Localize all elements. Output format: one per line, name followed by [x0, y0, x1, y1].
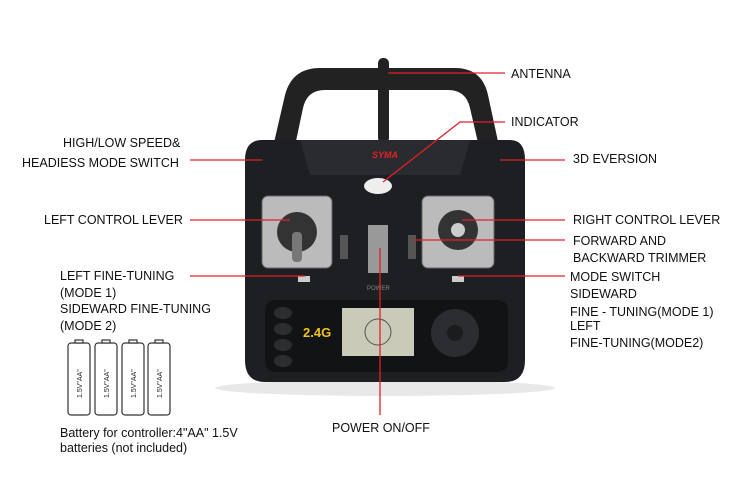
label-left-fine-4: (MODE 2): [60, 319, 117, 333]
label-right-lever: RIGHT CONTROL LEVER: [573, 213, 721, 227]
label-left-fine-3: SIDEWARD FINE-TUNING: [60, 302, 211, 316]
indicator-light: [364, 178, 392, 194]
label-speed-switch-1: HIGH/LOW SPEED&: [63, 136, 181, 150]
label-antenna: ANTENNA: [511, 67, 571, 81]
label-left-lever: LEFT CONTROL LEVER: [44, 213, 183, 227]
label-power: POWER ON/OFF: [332, 421, 430, 435]
batteries: [67, 339, 171, 416]
label-mode-1: MODE SWITCH: [570, 270, 661, 284]
label-3d-eversion: 3D EVERSION: [573, 152, 658, 166]
svg-text:1.5V"AA": 1.5V"AA": [157, 369, 164, 398]
label-speed-switch-2: HEADIESS MODE SWITCH: [22, 156, 179, 170]
leader-lines: [190, 72, 565, 415]
svg-text:1.5V"AA": 1.5V"AA": [131, 369, 138, 398]
label-mode-2: SIDEWARD: [570, 287, 637, 301]
label-trimmer-2: BACKWARD TRIMMER: [573, 251, 707, 265]
brand-logo: SYMA: [372, 150, 398, 160]
label-mode-3: FINE - TUNING(MODE 1): [570, 305, 714, 319]
band-logo: 2.4G: [303, 325, 331, 340]
svg-text:POWER: POWER: [367, 286, 390, 292]
label-left-fine-2: (MODE 1): [60, 286, 117, 300]
label-indicator: INDICATOR: [511, 115, 579, 129]
svg-text:1.5V"AA": 1.5V"AA": [104, 369, 111, 398]
label-battery-1: Battery for controller:4"AA" 1.5V: [60, 426, 238, 440]
label-mode-4: LEFT: [570, 319, 601, 333]
label-mode-5: FINE-TUNING(MODE2): [570, 336, 704, 350]
label-left-fine-1: LEFT FINE-TUNING: [60, 269, 175, 283]
lcd-screen: [342, 308, 414, 356]
power-switch: [368, 225, 388, 273]
label-trimmer-1: FORWARD AND: [573, 234, 667, 248]
svg-text:1.5V"AA": 1.5V"AA": [77, 369, 84, 398]
label-battery-2: batteries (not included): [60, 441, 188, 455]
